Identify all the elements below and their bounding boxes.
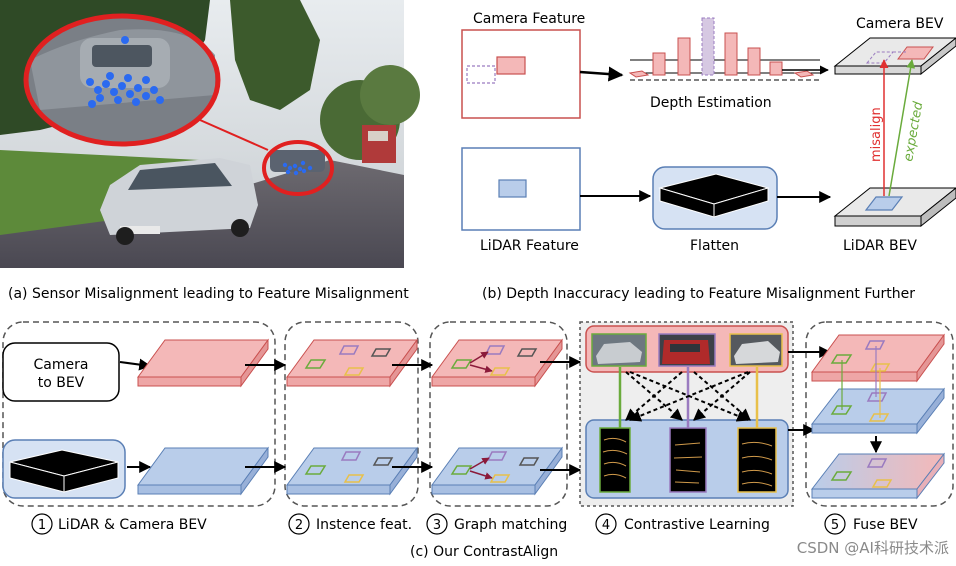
camera-gt-box [466, 65, 496, 84]
step-4-label: Contrastive Learning [624, 517, 770, 533]
step-5-label: Fuse BEV [853, 517, 918, 533]
lidar-bev-label: LiDAR BEV [843, 238, 917, 254]
step-3-num: 3 [433, 518, 441, 533]
step-1-num: 1 [38, 518, 46, 533]
step-4-num: 4 [602, 518, 610, 533]
voxel-cube-icon-2 [9, 449, 119, 493]
camera-bev-instances [286, 338, 418, 388]
stage-5-box [805, 321, 954, 507]
step-3: 3 Graph matching [426, 513, 567, 535]
caption-c: (c) Our ContrastAlign [410, 544, 558, 560]
camera-bev-label: Camera BEV [856, 16, 944, 32]
camera-crop-2 [658, 333, 716, 367]
stage-3-box [429, 321, 568, 507]
step-2: 2 Instence feat. [288, 513, 412, 535]
step-labels: 1 LiDAR & Camera BEV 2 Instence feat. 3 … [31, 513, 918, 535]
lidar-object-box [498, 179, 527, 198]
watermark: CSDN @AI科研技术派 [797, 539, 949, 557]
camera-bev-plane [833, 37, 956, 76]
lidar-crop-3 [737, 427, 777, 493]
lidar-bev-plane [833, 187, 956, 228]
camera-to-bev-block [2, 342, 120, 402]
lidar-feature-label: LiDAR Feature [480, 238, 579, 254]
fuse-camera-plane [811, 333, 945, 383]
expected-arrow [888, 59, 916, 197]
voxel-cube-icon [658, 173, 770, 218]
step-5-num: 5 [831, 518, 839, 533]
lidar-bev-graph [431, 446, 563, 496]
camera-feature-label: Camera Feature [473, 11, 585, 27]
zoom-lens [23, 13, 221, 147]
step-1-label: LiDAR & Camera BEV [58, 517, 207, 533]
camera-crop-1 [591, 333, 647, 367]
panel-b: Camera Feature Depth Estimation Camera B… [461, 11, 956, 254]
caption-a: (a) Sensor Misalignment leading to Featu… [8, 286, 409, 302]
negative-pairs [625, 371, 751, 422]
car-icon [100, 158, 258, 245]
fuse-lidar-plane [810, 387, 946, 435]
step-1: 1 LiDAR & Camera BEV [31, 513, 207, 535]
camera-to-bev-line1: Camera [34, 357, 89, 373]
caption-b: (b) Depth Inaccuracy leading to Feature … [482, 286, 915, 302]
lidar-bev-instances [286, 446, 418, 496]
stage-1-box [2, 321, 276, 507]
step-3-label: Graph matching [454, 517, 567, 533]
camera-crop-3 [729, 333, 783, 367]
misalign-label: misalign [869, 107, 884, 162]
depth-estimation-label: Depth Estimation [650, 95, 772, 111]
camera-object-box [496, 56, 526, 75]
lidar-crop-2 [669, 427, 707, 493]
step-4: 4 Contrastive Learning [595, 513, 770, 535]
expected-label: expected [901, 100, 926, 163]
camera-to-bev-line2: to BEV [38, 375, 85, 391]
step-2-label: Instence feat. [316, 517, 412, 533]
step-5: 5 Fuse BEV [824, 513, 918, 535]
camera-bev-plane-1 [137, 338, 269, 388]
depth-distribution [628, 17, 820, 81]
lidar-bev-plane-1 [137, 446, 269, 496]
step-2-num: 2 [295, 518, 303, 533]
panel-a-photo [0, 0, 420, 268]
lidar-crop-1 [599, 427, 631, 493]
focus-ring-small [262, 140, 334, 196]
panel-c: Camera to BEV [2, 321, 954, 507]
flatten-label: Flatten [690, 238, 739, 254]
stage-2-box [284, 321, 419, 507]
fused-bev-plane [810, 452, 946, 500]
